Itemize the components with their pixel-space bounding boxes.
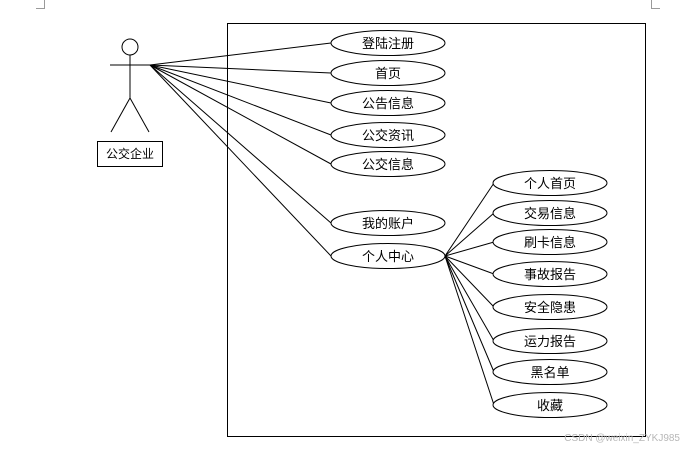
system-boundary	[227, 23, 646, 437]
assoc-uc4	[149, 64, 332, 136]
use-case-oval	[330, 30, 446, 56]
use-case: 公交信息	[330, 151, 446, 177]
sub-use-case: 安全隐患	[492, 294, 608, 320]
sub-use-case: 个人首页	[492, 170, 608, 196]
use-case-label: 首页	[375, 67, 401, 82]
use-case-label: 安全隐患	[524, 300, 576, 316]
use-case-oval	[492, 170, 608, 196]
sub-use-case: 刷卡信息	[492, 229, 608, 255]
use-case-label: 公交信息	[362, 157, 414, 173]
actor-associations	[149, 42, 332, 257]
assoc-uc6	[149, 64, 332, 224]
watermark: CSDN @weixin_ZYKJ985	[564, 433, 680, 444]
actor-head	[121, 38, 139, 56]
assoc-s2	[444, 212, 495, 257]
use-case-oval	[492, 392, 608, 418]
include-associations	[444, 182, 495, 406]
crop-mark-top-right	[651, 0, 660, 9]
crop-mark-top-left	[36, 0, 45, 9]
use-case-label: 个人首页	[524, 177, 576, 192]
assoc-s6	[444, 255, 495, 342]
sub-use-case: 交易信息	[492, 200, 608, 226]
use-case-oval	[330, 210, 446, 236]
assoc-uc3	[149, 64, 332, 104]
use-case-label: 交易信息	[524, 206, 576, 222]
actor-label-box	[97, 141, 163, 167]
use-case: 登陆注册	[330, 30, 446, 56]
use-case-label: 运力报告	[524, 335, 576, 350]
use-case-label: 刷卡信息	[524, 235, 576, 251]
use-case: 首页	[330, 60, 446, 86]
use-case-oval	[492, 229, 608, 255]
use-case-oval	[330, 243, 446, 269]
sub-use-case: 事故报告	[492, 261, 608, 287]
actor-label: 公交企业	[106, 146, 154, 161]
use-case-oval	[330, 151, 446, 177]
use-case-label: 公交资讯	[362, 128, 414, 144]
actor-figure	[110, 38, 150, 133]
assoc-uc2	[149, 64, 332, 74]
assoc-s8	[444, 255, 495, 406]
use-case-oval	[492, 359, 608, 385]
use-case-label: 事故报告	[524, 268, 576, 283]
use-case: 公交资讯	[330, 122, 446, 148]
use-case-label: 黑名单	[530, 365, 569, 381]
assoc-s5	[444, 255, 495, 308]
assoc-s1	[444, 182, 495, 257]
use-case-oval	[492, 261, 608, 287]
sub-use-case: 运力报告	[492, 328, 608, 354]
use-case-label: 个人中心	[362, 250, 414, 265]
actor-left-leg	[110, 97, 131, 133]
assoc-s3	[444, 241, 495, 257]
use-case-label: 公告信息	[362, 96, 414, 112]
use-case-oval	[330, 90, 446, 116]
assoc-uc7	[149, 64, 332, 257]
use-case-oval	[330, 60, 446, 86]
use-case-oval	[492, 328, 608, 354]
use-case-oval	[330, 122, 446, 148]
use-case: 我的账户	[330, 210, 446, 236]
use-case-label: 收藏	[537, 399, 563, 414]
sub-use-case: 黑名单	[492, 359, 608, 385]
use-case: 个人中心	[330, 243, 446, 269]
assoc-s7	[444, 255, 495, 373]
assoc-uc5	[149, 64, 332, 165]
use-case: 公告信息	[330, 90, 446, 116]
use-case-label: 登陆注册	[362, 36, 414, 52]
use-case-label: 我的账户	[362, 216, 414, 232]
actor-right-leg	[129, 97, 150, 133]
assoc-uc1	[149, 42, 332, 66]
sub-use-case: 收藏	[492, 392, 608, 418]
use-case-oval	[492, 294, 608, 320]
assoc-s4	[444, 255, 495, 275]
use-case-oval	[492, 200, 608, 226]
